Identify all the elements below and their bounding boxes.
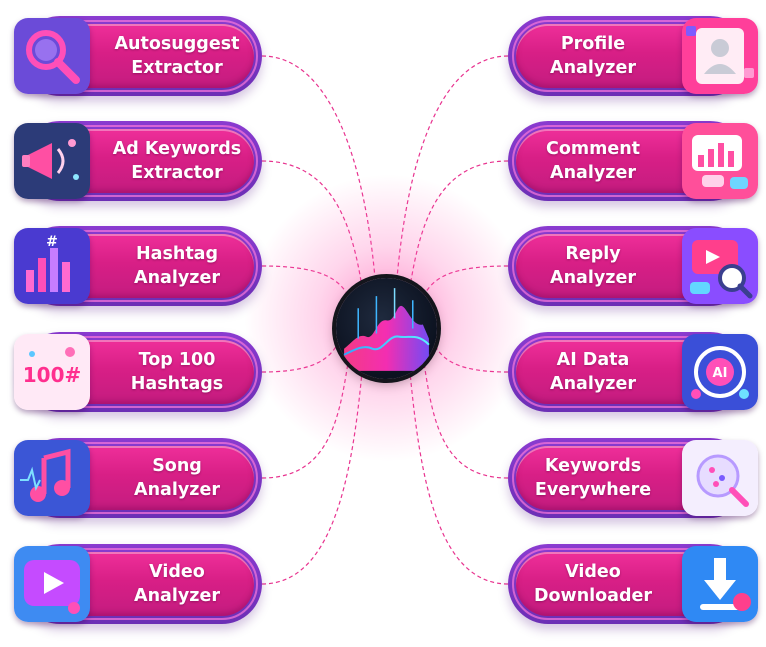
play-button-icon <box>14 546 90 622</box>
tool-card-song-analyzer[interactable]: Song Analyzer <box>14 438 262 518</box>
tool-title: Comment Analyzer <box>545 139 641 183</box>
download-arrow-icon <box>682 546 758 622</box>
svg-text:100#: 100# <box>23 363 82 387</box>
megaphone-icon <box>14 123 90 199</box>
tool-card-ad-keywords-extractor[interactable]: Ad Keywords Extractor <box>14 121 262 201</box>
tool-title: Top 100 Hashtags <box>130 350 224 394</box>
tool-card-video-downloader[interactable]: Video Downloader <box>508 544 758 624</box>
magnifier-icon <box>14 18 90 94</box>
tool-title: Ad Keywords Extractor <box>112 139 242 183</box>
keyword-search-icon <box>682 440 758 516</box>
user-profile-icon <box>682 18 758 94</box>
tool-card-reply-analyzer[interactable]: Reply Analyzer <box>508 226 758 306</box>
music-note-icon <box>14 440 90 516</box>
ai-brain-icon: AI <box>682 334 758 410</box>
comment-chart-icon <box>682 123 758 199</box>
tool-card-hashtag-analyzer[interactable]: Hashtag Analyzer # <box>14 226 262 306</box>
tool-title: Video Downloader <box>533 562 653 606</box>
tool-title: Autosuggest Extractor <box>114 34 240 78</box>
tool-card-keywords-everywhere[interactable]: Keywords Everywhere <box>508 438 758 518</box>
tool-title: Profile Analyzer <box>550 34 636 78</box>
tool-title: Video Analyzer <box>134 562 220 606</box>
reply-magnifier-icon <box>682 228 758 304</box>
tool-card-autosuggest-extractor[interactable]: Autosuggest Extractor <box>14 16 262 96</box>
audio-waveform-icon <box>336 278 437 379</box>
tool-title: AI Data Analyzer <box>550 350 636 394</box>
svg-text:#: # <box>46 234 58 250</box>
tool-card-profile-analyzer[interactable]: Profile Analyzer <box>508 16 758 96</box>
tool-title: Keywords Everywhere <box>534 456 652 500</box>
tool-title: Song Analyzer <box>134 456 220 500</box>
tool-card-comment-analyzer[interactable]: Comment Analyzer <box>508 121 758 201</box>
hashtag-chart-icon: # <box>14 228 90 304</box>
tool-title: Hashtag Analyzer <box>134 244 220 288</box>
tool-card-ai-data-analyzer[interactable]: AI Data Analyzer AI <box>508 332 758 412</box>
tool-title: Reply Analyzer <box>550 244 636 288</box>
tool-card-top-100-hashtags[interactable]: Top 100 Hashtags 100# <box>14 332 262 412</box>
100-hashtag-icon: 100# <box>14 334 90 410</box>
svg-text:AI: AI <box>713 366 728 381</box>
tool-card-video-analyzer[interactable]: Video Analyzer <box>14 544 262 624</box>
